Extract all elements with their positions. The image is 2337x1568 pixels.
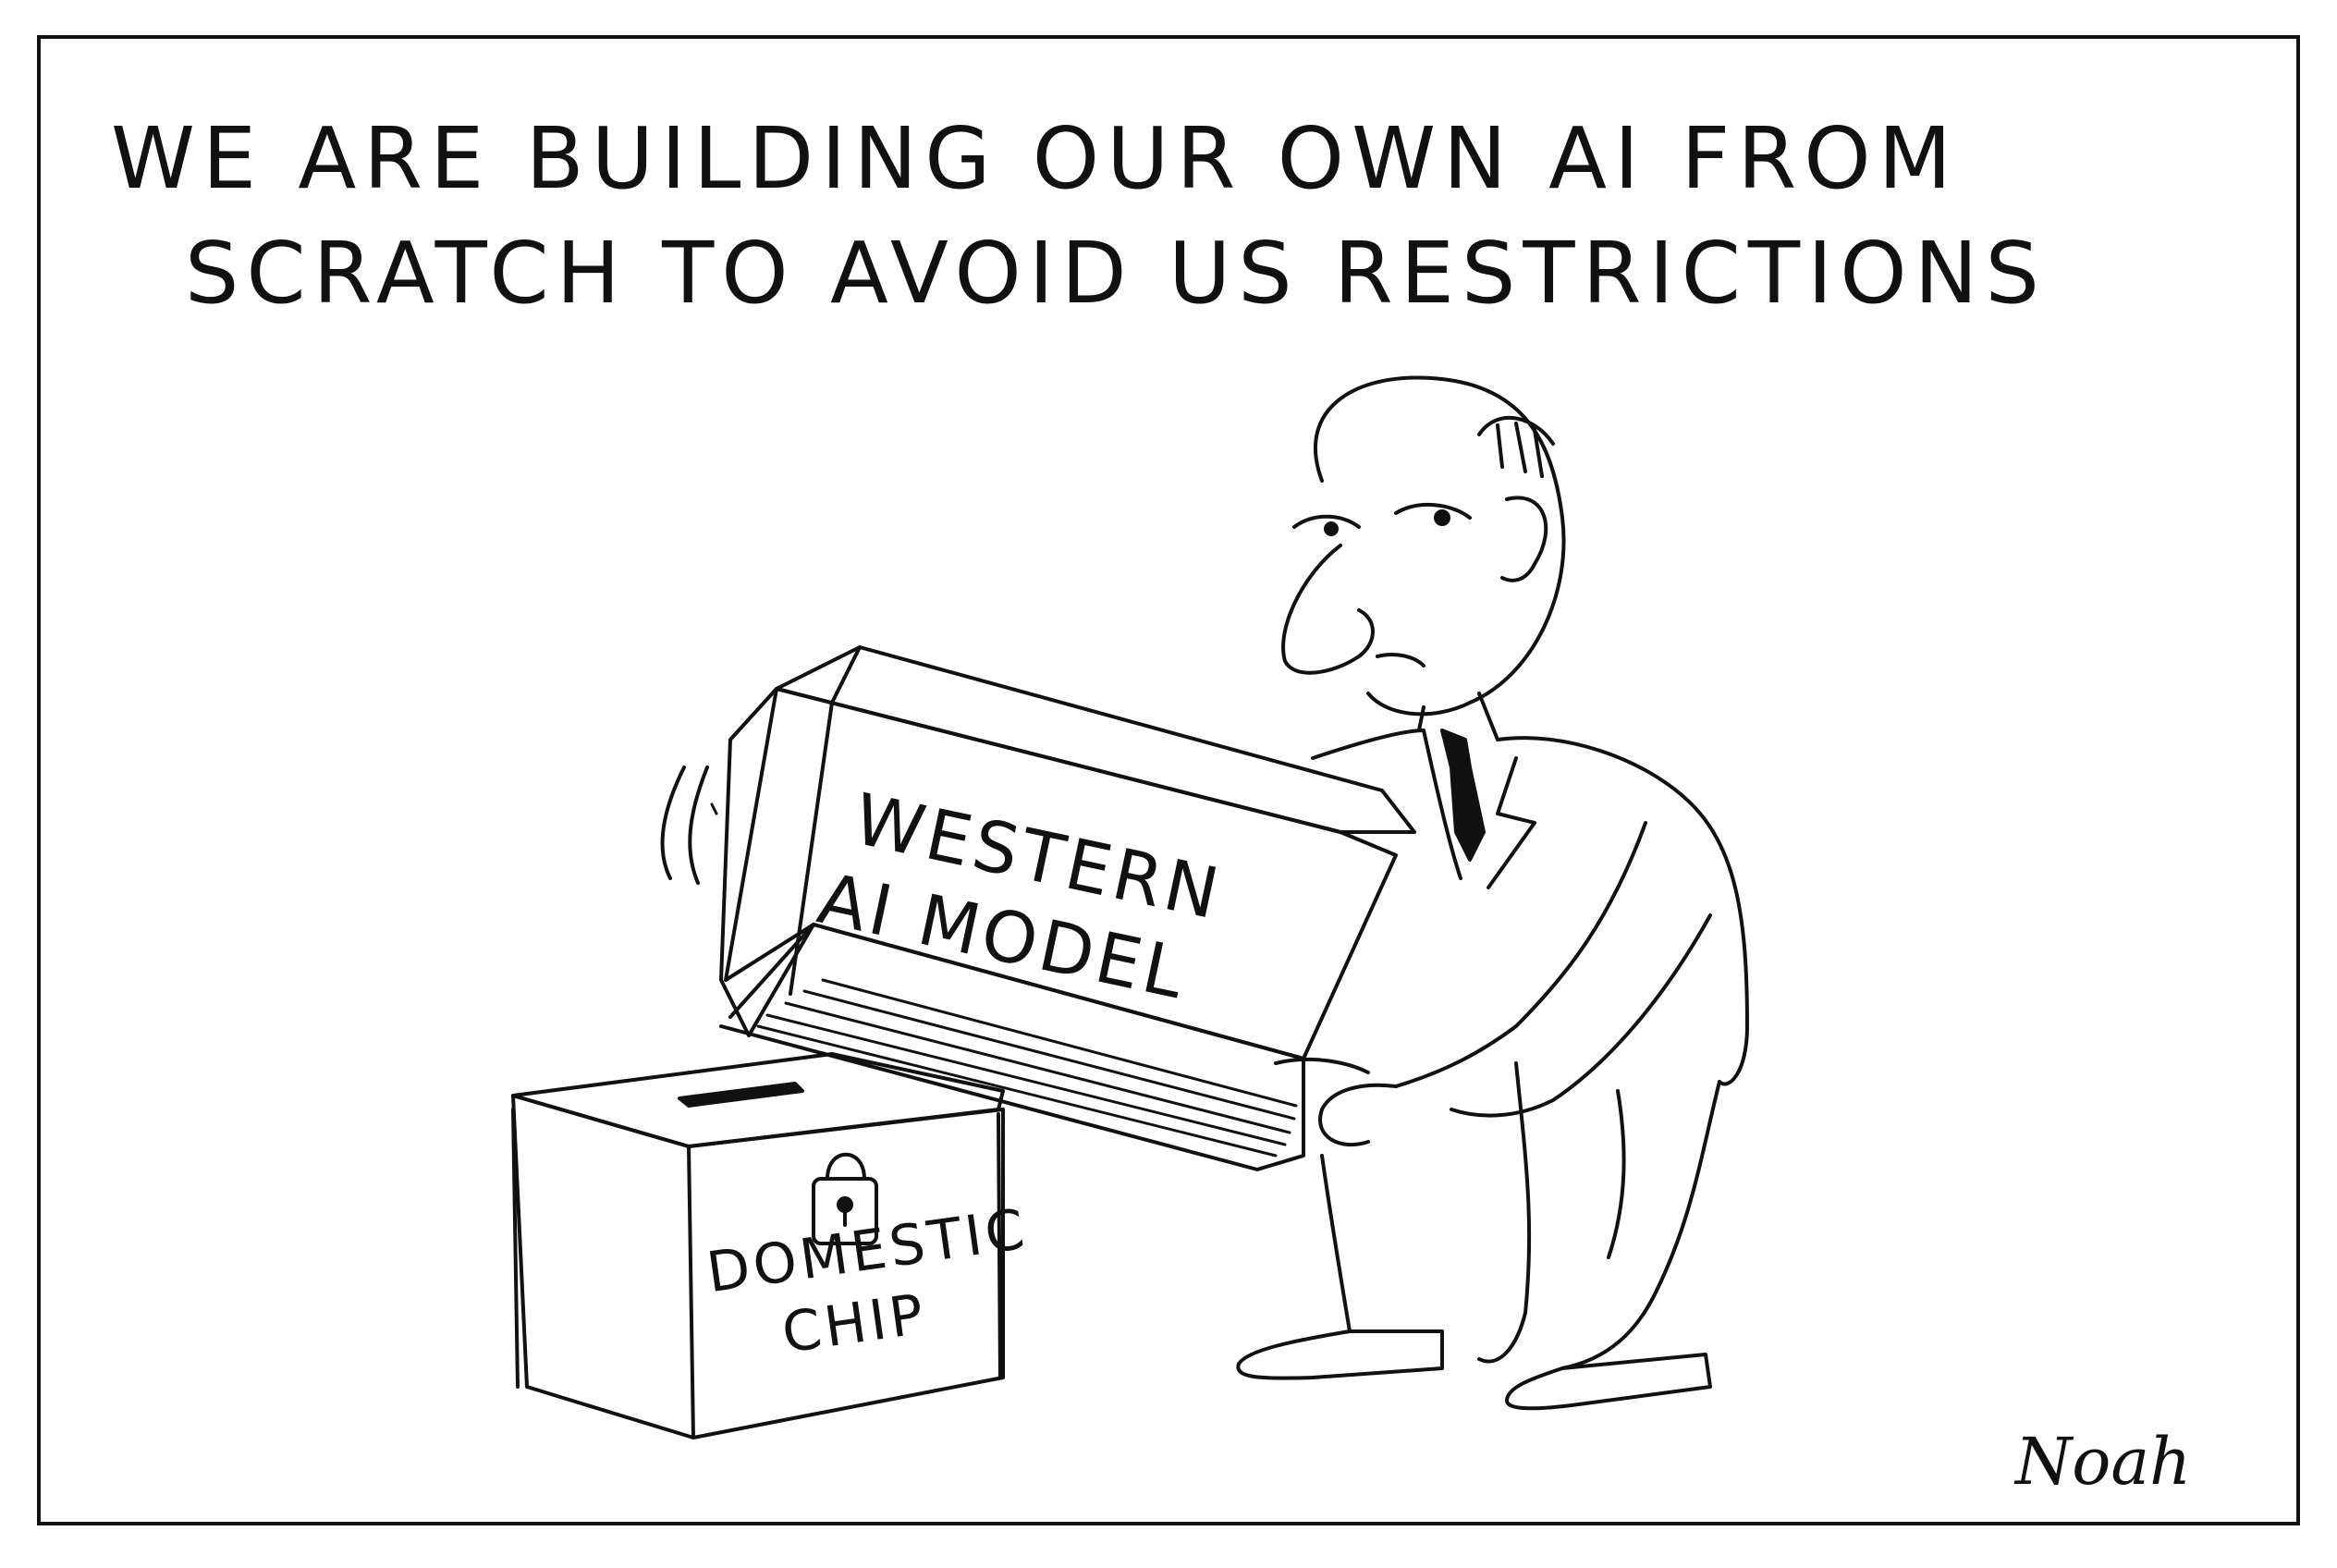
caption-line-1: WE ARE BUILDING OUR OWN AI FROM	[111, 109, 1960, 208]
artist-signature: Noah	[2015, 1424, 2192, 1500]
padlock-icon	[812, 1152, 878, 1245]
western-ai-model-block	[660, 645, 1416, 1171]
cartoon-frame	[37, 35, 2300, 1525]
cartoon-caption: WE ARE BUILDING OUR OWN AI FROM SCRATCH …	[111, 102, 2200, 331]
caption-line-2: SCRATCH TO AVOID US RESTRICTIONS	[185, 224, 2047, 323]
domestic-chip-box	[511, 1052, 1005, 1439]
man-figure	[1236, 375, 1749, 1411]
